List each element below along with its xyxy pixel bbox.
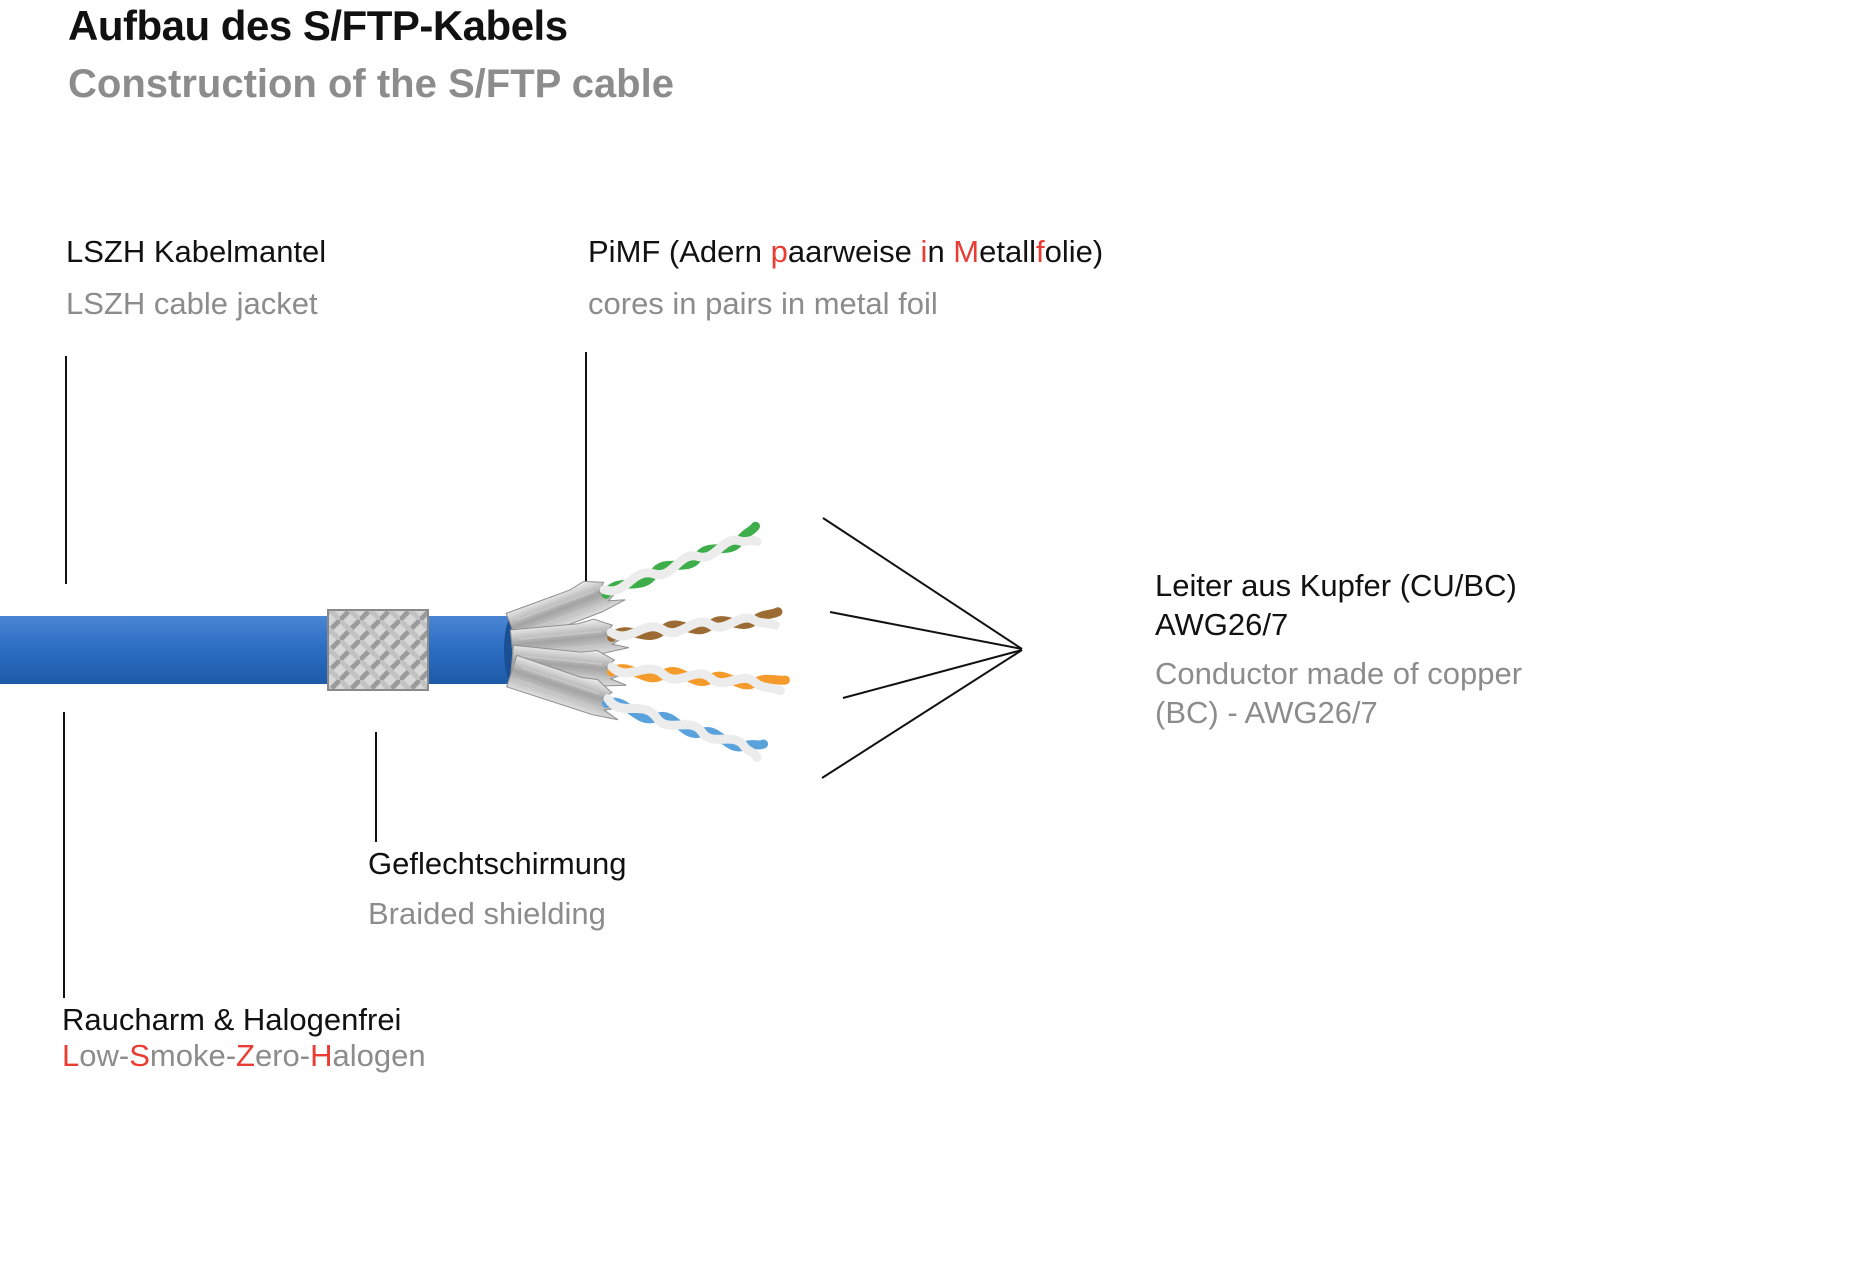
page-title: Aufbau des S/FTP-Kabels	[68, 2, 568, 49]
label-jacket-de: LSZH Kabelmantel	[66, 234, 327, 269]
label-pimf-en: cores in pairs in metal foil	[588, 286, 938, 321]
wire-brown-white	[606, 613, 780, 641]
label-conductor-en: Conductor made of copper (BC) - AWG26/7	[1155, 656, 1523, 731]
twisted-pair-blue	[506, 654, 769, 763]
braided-shielding	[327, 609, 429, 691]
label-conductor-de-line1: Leiter aus Kupfer (CU/BC)	[1155, 568, 1517, 603]
label-conductor: Leiter aus Kupfer (CU/BC) AWG26/7 Conduc…	[1155, 566, 1585, 732]
wire-blue-white	[603, 694, 762, 763]
label-lszh-en: Low-Smoke-Zero-Halogen	[62, 1038, 426, 1073]
label-conductor-de-line2: AWG26/7	[1155, 607, 1289, 643]
label-lszh-de: Raucharm & Halogenfrei	[62, 1002, 402, 1037]
label-braid-de: Geflechtschirmung	[368, 846, 627, 881]
label-pimf-de: PiMF (Adern paarweise in Metallfolie)	[588, 234, 1104, 269]
page-subtitle: Construction of the S/FTP cable	[68, 62, 674, 106]
label-jacket-en: LSZH cable jacket	[66, 286, 318, 321]
label-braid-en: Braided shielding	[368, 896, 606, 931]
cable-jacket	[0, 616, 514, 684]
leader-fan-conductor	[821, 517, 1023, 779]
wire-green-white	[599, 535, 762, 596]
wire-orange-white	[607, 662, 785, 696]
